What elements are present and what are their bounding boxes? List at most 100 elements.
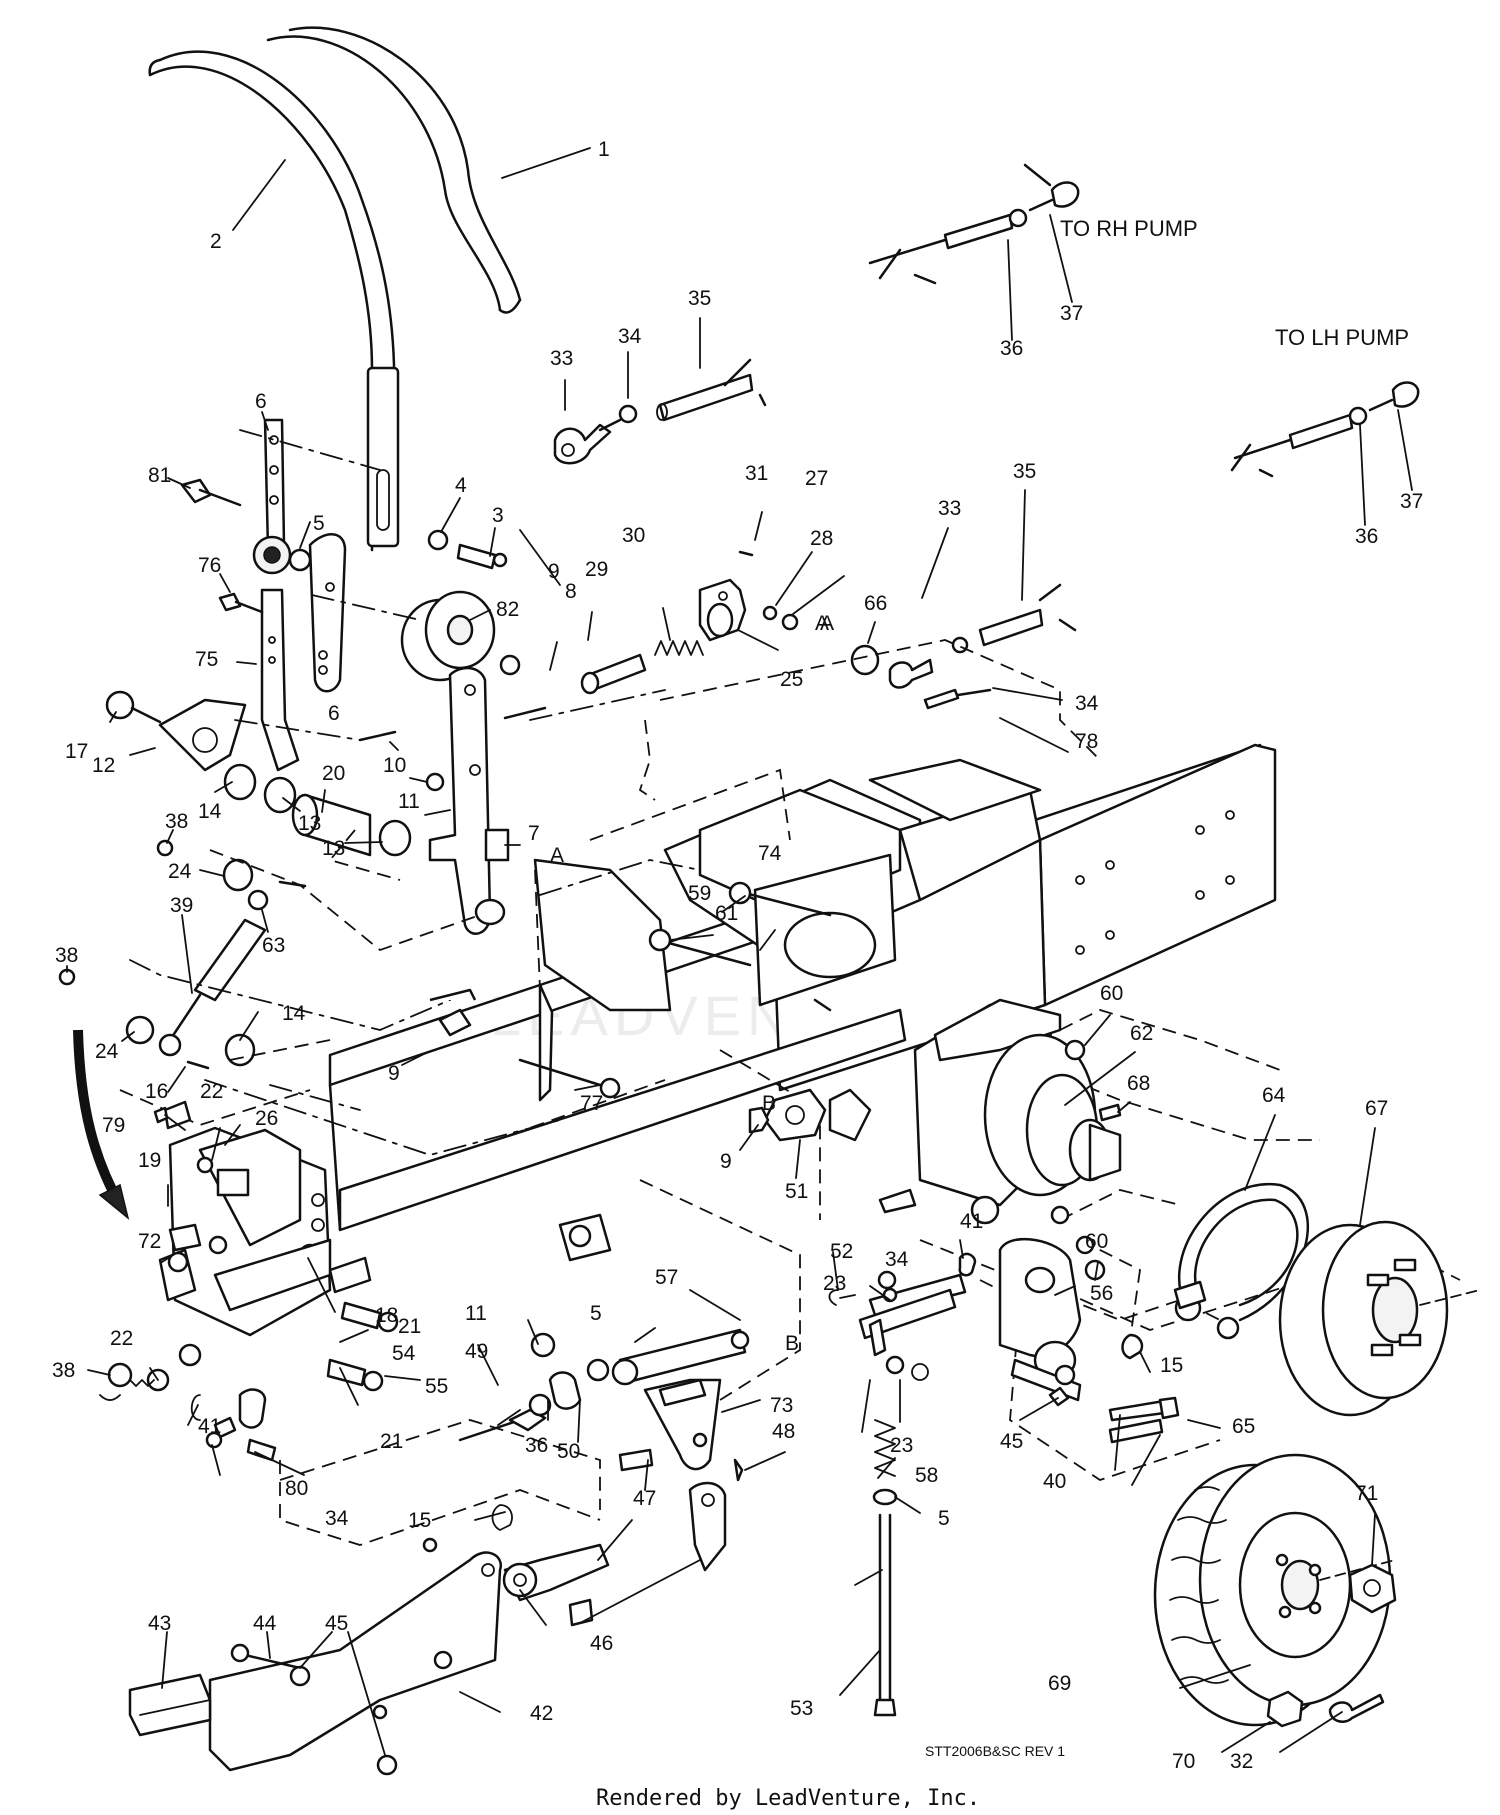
callout: 21: [380, 1430, 403, 1453]
callout: 57: [655, 1266, 678, 1289]
callout: 80: [285, 1477, 308, 1500]
leader-lines: [66, 147, 1413, 1756]
callout: 75: [195, 648, 218, 671]
hydro-pump: [828, 998, 1122, 1255]
callout: 23: [890, 1434, 913, 1457]
callout: 26: [255, 1107, 278, 1130]
callout: 5: [313, 512, 325, 535]
callout: 82: [496, 598, 519, 621]
callout: 25: [780, 668, 803, 691]
callout: A: [815, 612, 829, 635]
callout: 11: [465, 1302, 487, 1325]
callout: 31: [745, 462, 768, 485]
main-frame: [328, 743, 1277, 1232]
callout: 42: [530, 1702, 553, 1725]
footer-credit: Rendered by LeadVenture, Inc.: [596, 1786, 980, 1811]
callout: 34: [885, 1248, 909, 1271]
callout: A: [550, 844, 564, 867]
assembly-outlines: [119, 639, 1461, 1546]
callout: 68: [1127, 1072, 1150, 1095]
axle-hardware: [1266, 1563, 1397, 1728]
callout: 51: [785, 1180, 808, 1203]
callout: 29: [585, 558, 608, 581]
callout: 43: [148, 1612, 171, 1635]
callout: 17: [65, 740, 88, 763]
callout: 49: [465, 1340, 488, 1363]
callout: 44: [253, 1612, 277, 1635]
rod-end-rh-pump: [868, 163, 1080, 285]
callout: 74: [758, 842, 782, 865]
callout: 19: [138, 1149, 161, 1172]
wheel-hub: [1278, 1220, 1481, 1417]
callout: 14: [198, 800, 222, 823]
callout: 39: [170, 894, 193, 917]
callout: 8: [565, 580, 577, 603]
callout: 6: [255, 390, 267, 413]
callout: 38: [165, 810, 188, 833]
control-handle-rh: [266, 26, 522, 314]
brake-pedal: [128, 1537, 502, 1776]
callout: 38: [55, 944, 78, 967]
callout: 14: [282, 1002, 306, 1025]
callout: 55: [425, 1375, 448, 1398]
note-to-lh-pump: TO LH PUMP: [1275, 325, 1409, 350]
gas-spring: [58, 858, 307, 1070]
callout: 62: [1130, 1022, 1153, 1045]
callout: 35: [1013, 460, 1036, 483]
callout: 37: [1400, 490, 1423, 513]
handle-mount-hardware: [180, 478, 508, 614]
center-frame-hardware: [429, 988, 827, 1262]
callout: 3: [492, 504, 504, 527]
callout: 16: [145, 1080, 168, 1103]
direction-arrow: [73, 1029, 130, 1221]
rod-end-assembly-upper: [553, 358, 767, 465]
pivot-bracket: [105, 690, 247, 772]
callout: 50: [557, 1440, 580, 1463]
callout: 79: [102, 1114, 125, 1137]
callout: 71: [1355, 1482, 1378, 1505]
callout: 24: [95, 1040, 119, 1063]
callout: B: [762, 1092, 776, 1115]
callout: 1: [598, 138, 610, 161]
callout: 34: [1075, 692, 1099, 715]
callout: 18: [375, 1304, 398, 1327]
callout: 23: [823, 1272, 846, 1295]
callout: 35: [688, 287, 711, 310]
callout: 36: [1355, 525, 1378, 548]
callout: 59: [688, 882, 711, 905]
callout: 48: [772, 1420, 795, 1443]
callout: 22: [200, 1080, 223, 1103]
pivot-bushing: [400, 590, 496, 682]
callout: 9: [720, 1150, 732, 1173]
callout: 15: [1160, 1354, 1183, 1377]
callout: 37: [1060, 302, 1083, 325]
callout: 61: [715, 902, 738, 925]
callout: 7: [528, 822, 540, 845]
callout: 53: [790, 1697, 813, 1720]
callout: 27: [805, 467, 828, 490]
callout: 5: [938, 1507, 950, 1530]
callout: 36: [1000, 337, 1023, 360]
callout: 45: [325, 1612, 348, 1635]
callout: 33: [550, 347, 573, 370]
callout: 38: [52, 1359, 75, 1382]
callout: 60: [1085, 1230, 1108, 1253]
callout: 54: [392, 1342, 416, 1365]
callout: 45: [1000, 1430, 1023, 1453]
front-bracket-assembly: [153, 1100, 372, 1337]
callout: 9: [548, 560, 560, 583]
callout: 64: [1262, 1084, 1286, 1107]
callout: 15: [408, 1509, 431, 1532]
callout: 4: [455, 474, 467, 497]
callout: 36: [525, 1434, 548, 1457]
note-to-rh-pump: TO RH PUMP: [1060, 216, 1198, 241]
lever-arm-assembly: [252, 418, 347, 772]
callout: 76: [198, 554, 221, 577]
callout: 77: [580, 1092, 603, 1115]
rod-end-lh-pump: [1230, 381, 1420, 478]
callout: 2: [210, 230, 222, 253]
drawing-code: STT2006B&SC REV 1: [925, 1743, 1065, 1759]
callout: 72: [138, 1230, 161, 1253]
callout: 33: [938, 497, 961, 520]
